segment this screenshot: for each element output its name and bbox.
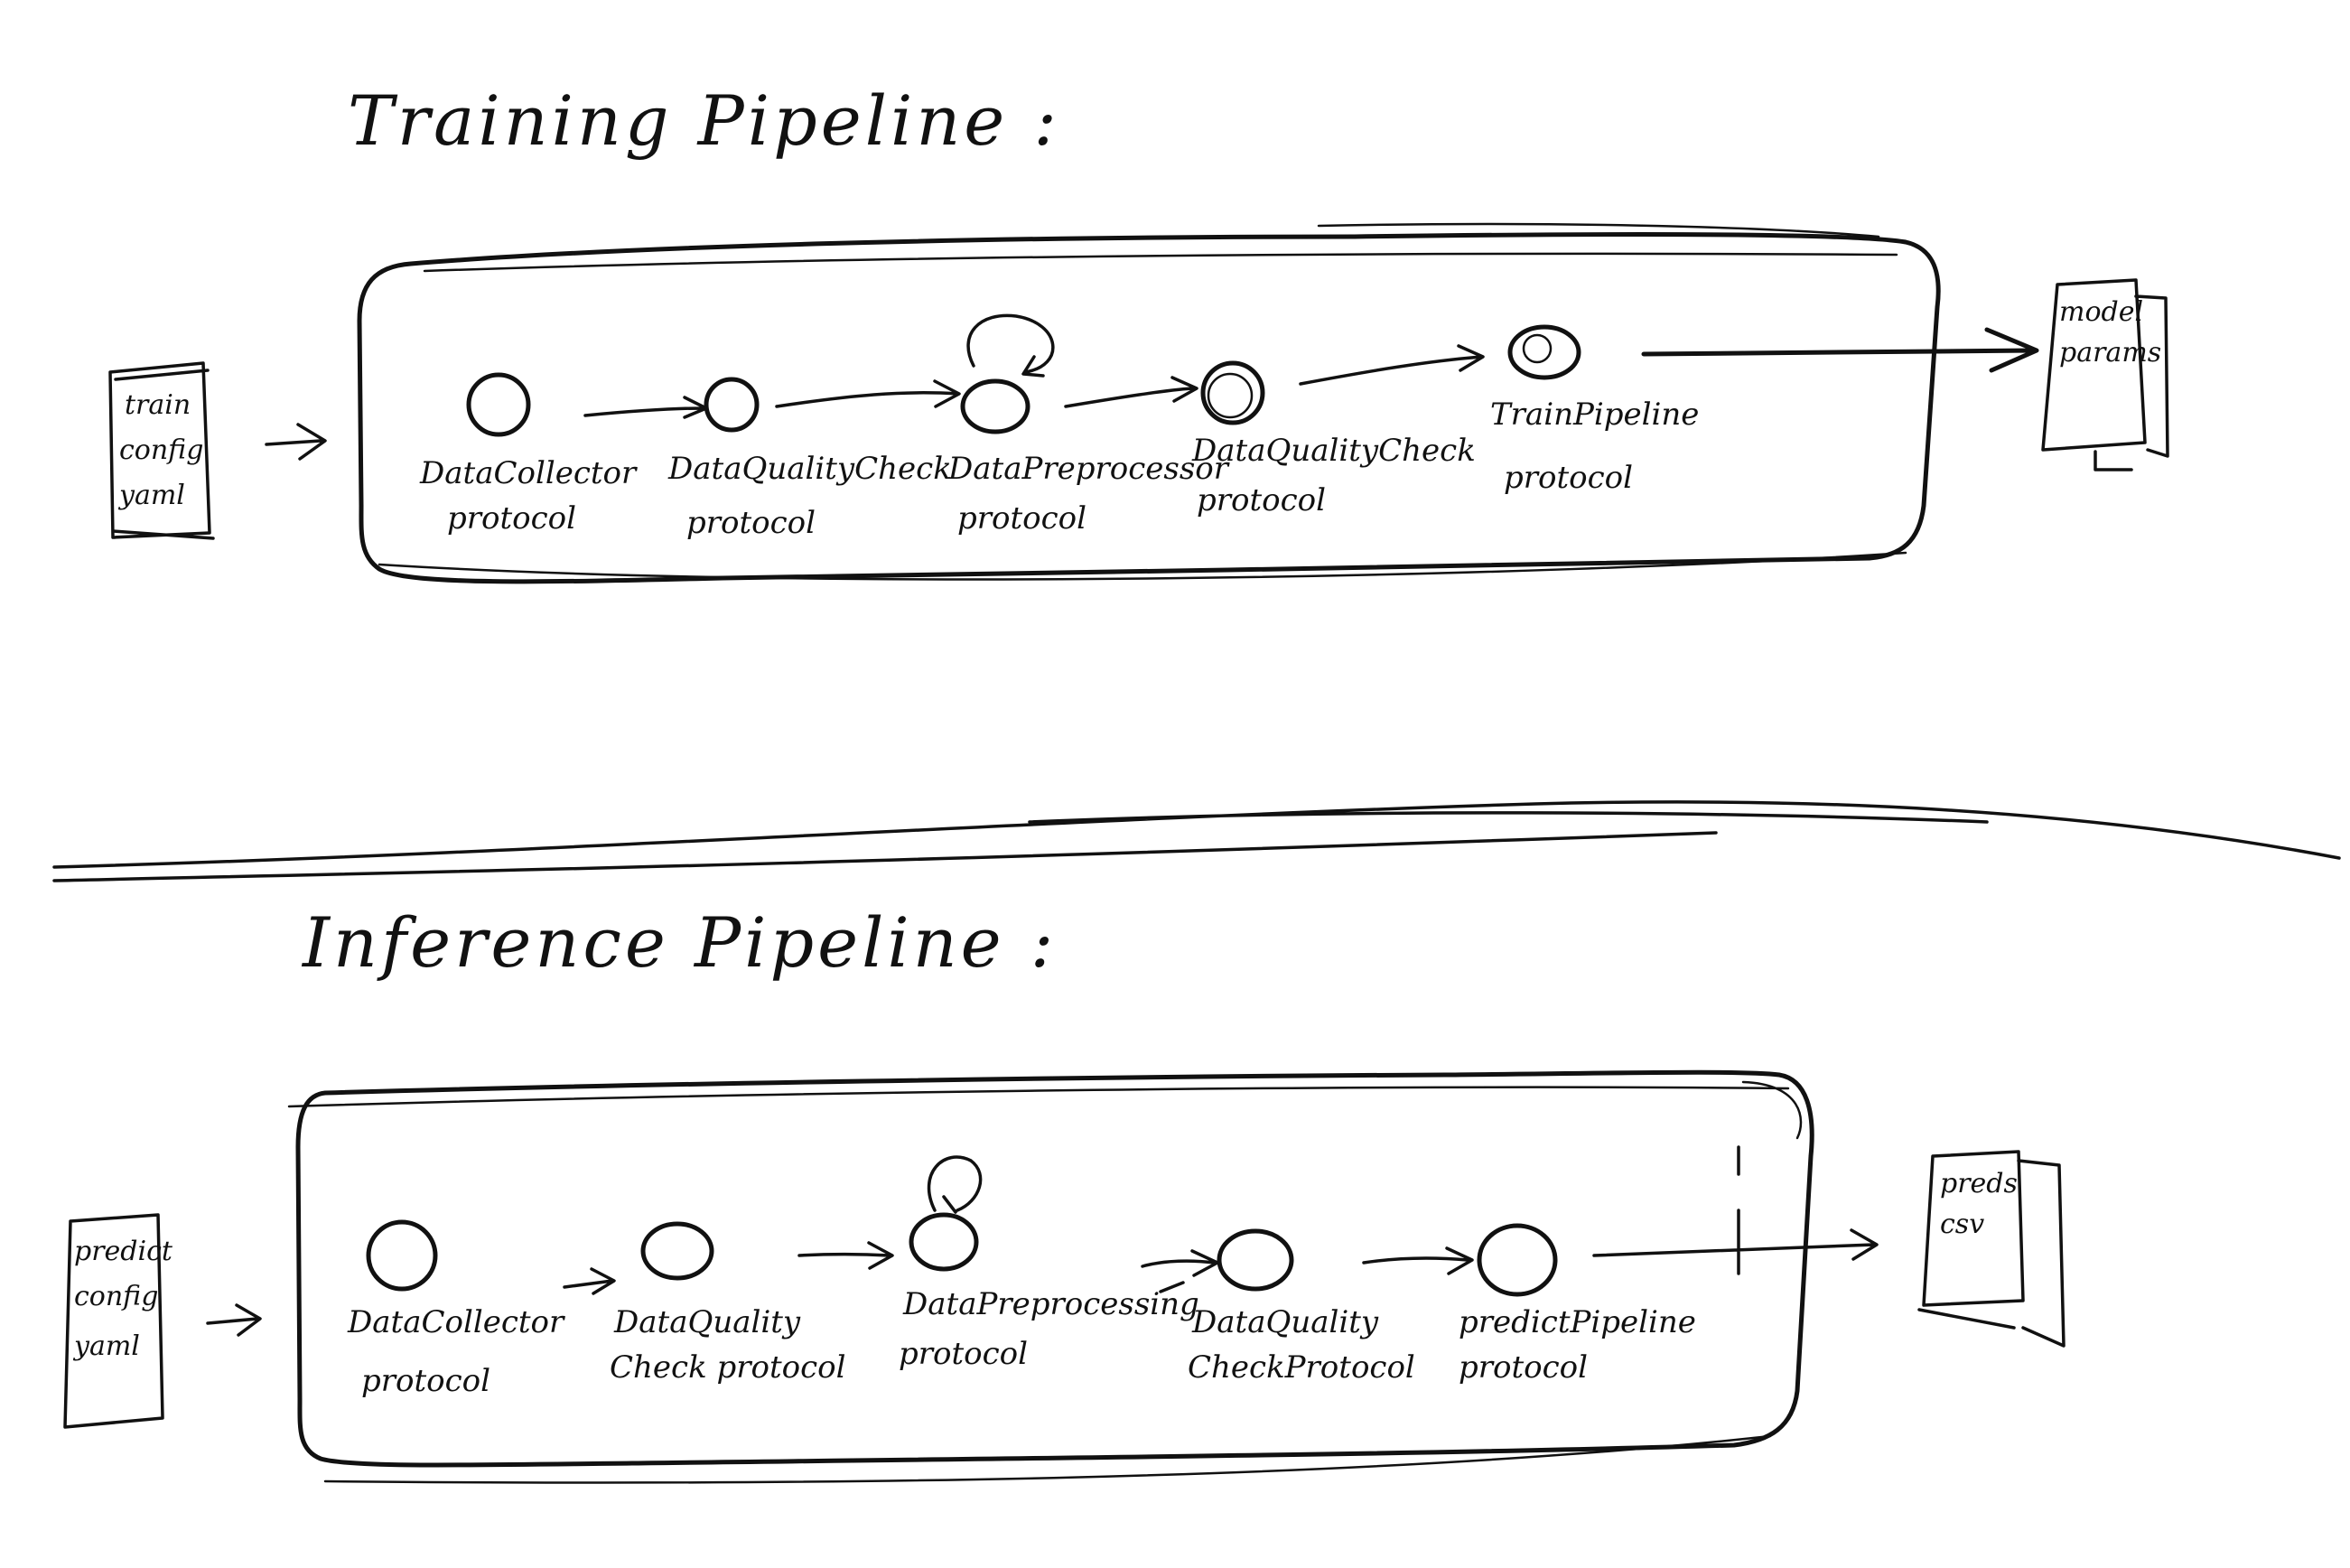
inference-section: Inference Pipeline : predict config yaml… — [63, 902, 2066, 1484]
training-input-line-3: yaml — [117, 480, 185, 511]
training-step-4: DataQualityCheck protocol — [1191, 360, 1476, 518]
inference-output-document: preds csv — [1917, 1150, 2066, 1348]
training-step-4-line2: protocol — [1197, 482, 1326, 518]
training-output-document: model params — [2041, 278, 2169, 471]
section-divider — [52, 800, 2341, 882]
training-step-1-line1: DataCollector — [419, 455, 638, 491]
training-step-1-line2: protocol — [447, 500, 576, 537]
training-node-3-self-loop — [966, 313, 1055, 378]
inference-step-3-line1: DataPreprocessing — [902, 1286, 1199, 1322]
training-arrow-1-2 — [583, 396, 708, 419]
inference-step-3-line2: protocol — [899, 1336, 1028, 1372]
training-node-2 — [704, 377, 760, 433]
inference-node-2 — [640, 1221, 714, 1281]
training-step-5: TrainPipeline protocol — [1490, 324, 1699, 496]
training-output-line-1: model — [2059, 296, 2143, 328]
training-node-3 — [960, 378, 1030, 434]
inference-input-line-1: predict — [74, 1236, 173, 1267]
inference-step-3: DataPreprocessing protocol — [899, 1155, 1199, 1372]
training-output-line-2: params — [2059, 337, 2161, 369]
inference-input-document: predict config yaml — [63, 1213, 173, 1429]
inference-output-line-2: csv — [1940, 1209, 1984, 1240]
inference-step-4: DataQuality CheckProtocol — [1188, 1228, 1415, 1386]
inference-input-arrow — [206, 1303, 262, 1337]
inference-node-4 — [1217, 1228, 1294, 1292]
inference-step-4-line2: CheckProtocol — [1188, 1349, 1415, 1386]
inference-step-5-line1: predictPipeline — [1459, 1304, 1696, 1340]
inference-step-2-line1: DataQuality — [613, 1304, 801, 1340]
training-input-document: train config yaml — [108, 361, 215, 540]
training-pipeline-box — [357, 232, 1941, 584]
inference-arrow-4-5 — [1362, 1246, 1474, 1275]
inference-step-4-line1: DataQuality — [1191, 1304, 1379, 1340]
training-step-3: DataPreprocessor protocol — [947, 313, 1230, 537]
training-input-line-2: config — [119, 434, 203, 466]
training-input-arrow — [265, 423, 327, 461]
training-step-2-line1: DataQualityCheck — [667, 451, 952, 487]
training-step-3-line1: DataPreprocessor — [947, 451, 1230, 487]
inference-step-5: predictPipeline protocol — [1459, 1223, 1696, 1386]
inference-step-2: DataQuality Check protocol — [610, 1221, 846, 1386]
inference-step-2-line2: Check protocol — [610, 1349, 846, 1386]
training-node-5 — [1507, 324, 1581, 380]
training-section: Training Pipeline : train config yaml Da… — [108, 80, 2169, 584]
training-arrow-4-5 — [1299, 344, 1485, 386]
inference-output-arrow — [1592, 1145, 1879, 1275]
inference-arrow-1-2 — [563, 1267, 616, 1295]
inference-output-line-1: preds — [1940, 1168, 2018, 1199]
training-arrow-3-4 — [1064, 376, 1198, 408]
training-output-arrow — [1641, 327, 2039, 373]
training-step-4-line1: DataQualityCheck — [1191, 433, 1476, 469]
training-arrow-2-3 — [775, 379, 961, 408]
inference-step-1-line1: DataCollector — [347, 1304, 565, 1340]
inference-node-5 — [1477, 1223, 1558, 1297]
inference-step-1: DataCollector protocol — [347, 1219, 565, 1399]
training-title: Training Pipeline : — [348, 80, 1060, 161]
training-step-5-line1: TrainPipeline — [1490, 397, 1699, 433]
inference-arrow-2-3 — [797, 1241, 894, 1270]
training-node-1 — [466, 372, 531, 437]
training-step-2: DataQualityCheck protocol — [667, 377, 952, 541]
inference-pipeline-box — [295, 1069, 1814, 1468]
inference-node-3 — [909, 1212, 979, 1272]
inference-node-3-self-loop — [927, 1155, 983, 1214]
inference-step-1-line2: protocol — [361, 1363, 490, 1399]
inference-input-line-3: yaml — [72, 1330, 140, 1362]
inference-step-5-line2: protocol — [1459, 1349, 1588, 1386]
inference-node-1 — [366, 1219, 438, 1292]
inference-input-line-2: config — [74, 1281, 158, 1312]
training-step-3-line2: protocol — [957, 500, 1086, 537]
training-node-4 — [1200, 360, 1265, 425]
inference-title: Inference Pipeline : — [301, 902, 1057, 983]
training-input-line-1: train — [125, 389, 191, 421]
training-step-5-line2: protocol — [1504, 460, 1633, 496]
training-step-2-line2: protocol — [686, 505, 816, 541]
training-step-1: DataCollector protocol — [419, 372, 638, 537]
